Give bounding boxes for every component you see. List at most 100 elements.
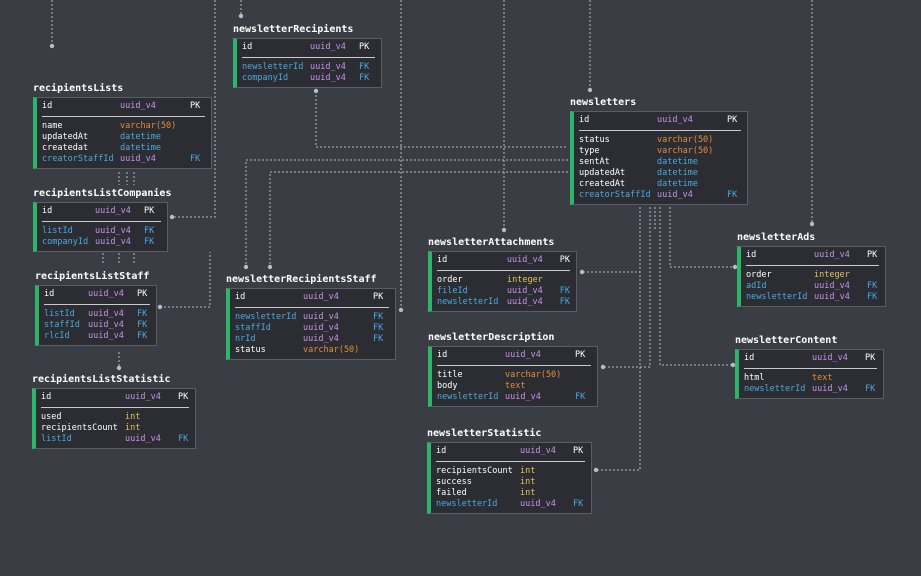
column-key: FK: [867, 281, 878, 291]
header-divider: [42, 221, 161, 222]
connector-endpoint: [243, 264, 249, 270]
column-name: createdAt: [579, 179, 626, 189]
column-key: FK: [137, 320, 148, 330]
column-type: uuid_v4: [88, 320, 124, 330]
column-key: FK: [575, 392, 586, 402]
column-type: uuid_v4: [120, 154, 156, 164]
column-name: newsletterId: [242, 62, 304, 72]
column-name: companyId: [242, 73, 289, 83]
column-type: uuid_v4: [506, 286, 543, 296]
column-key: FK: [867, 292, 878, 302]
header-divider: [235, 307, 389, 308]
column-type: uuid_v4: [310, 42, 346, 52]
column-type: uuid_v4: [303, 292, 339, 302]
column-type: datetime: [657, 179, 698, 189]
column-key: FK: [559, 297, 570, 307]
column-name: newsletterId: [744, 384, 806, 394]
header-divider: [44, 304, 150, 305]
table-title: recipientsListCompanies: [33, 188, 172, 199]
column-name: id: [744, 353, 755, 363]
column-type: int: [520, 477, 536, 487]
column-row[interactable]: createdAt datetime: [579, 179, 741, 190]
column-name: id: [579, 115, 590, 125]
column-type: uuid_v4: [520, 446, 556, 456]
header-divider: [41, 407, 189, 408]
connector-endpoint: [593, 467, 599, 473]
column-key: PK: [359, 42, 370, 52]
header-divider: [437, 270, 570, 271]
column-name: createdat: [42, 143, 89, 153]
column-name: creatorStaffId: [42, 154, 114, 164]
column-type: uuid_v4: [505, 392, 541, 402]
relationship-line: [315, 91, 568, 148]
column-name: recipientsCount: [41, 423, 118, 433]
